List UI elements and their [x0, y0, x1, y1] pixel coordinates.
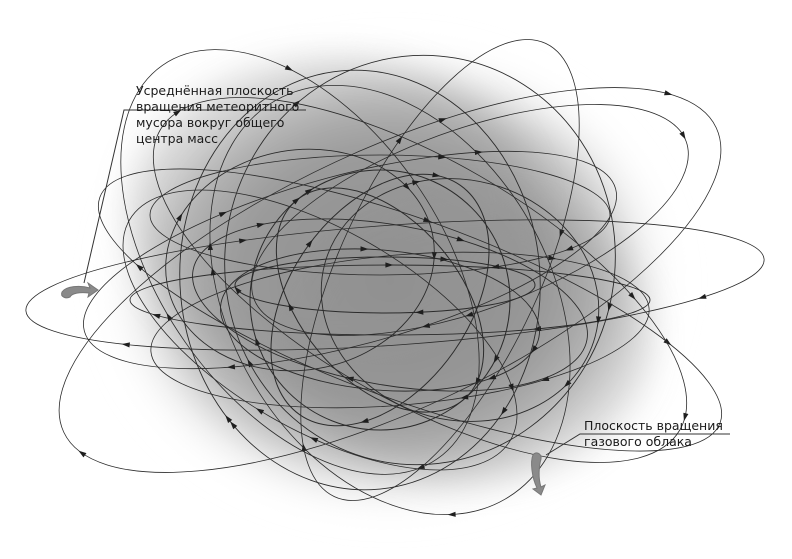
orbit-direction-arrow [487, 374, 497, 380]
orbit-direction-arrow [501, 406, 508, 416]
orbit-direction-arrow [447, 511, 456, 517]
orbit-ellipse [249, 169, 511, 431]
orbit-ellipse [25, 219, 765, 351]
orbit-direction-arrow [416, 463, 426, 470]
orbit-direction-arrow [305, 239, 313, 248]
orbit-direction-arrow [218, 211, 228, 218]
orbit-direction-arrow [230, 421, 238, 430]
orbit-direction-arrow [256, 222, 265, 228]
orbit-direction-arrow [166, 313, 173, 322]
orbit-direction-arrow [255, 408, 265, 415]
orbit-lines [25, 39, 765, 517]
orbit-direction-arrow [225, 415, 233, 424]
orbit-direction-arrow [440, 256, 449, 262]
orbit-direction-arrow [176, 213, 183, 222]
orbit-direction-arrow [234, 286, 242, 295]
gas-plane-label: Плоскость вращения газового облака [584, 418, 723, 450]
orbit-direction-arrow [360, 246, 369, 252]
debris-plane-label-line: мусора вокруг общего [136, 115, 285, 130]
orbit-direction-arrow [135, 263, 144, 272]
orbit-direction-arrow [292, 197, 300, 205]
orbit-direction-arrow [288, 302, 295, 312]
orbit-ellipse [152, 97, 688, 463]
orbit-direction-arrow [491, 263, 500, 269]
orbit-direction-arrow [431, 251, 437, 260]
orbit-ellipse [300, 39, 580, 501]
orbit-direction-arrow [415, 309, 424, 315]
gas-plane-label-line: Плоскость вращения [584, 418, 723, 433]
orbit-direction-arrow [565, 245, 574, 251]
orbit-direction-arrow [152, 313, 161, 319]
orbit-ellipse [83, 150, 617, 370]
orbit-ellipse [149, 154, 611, 276]
orbit-ellipse [224, 54, 616, 466]
orbit-direction-arrow [284, 64, 294, 71]
curved-arrow-icon [61, 281, 99, 299]
orbit-direction-arrow [395, 136, 403, 145]
gas-leader-line [545, 433, 730, 456]
orbit-direction-arrow [421, 322, 431, 328]
orbit-direction-arrow [292, 100, 301, 108]
orbit-ellipse [251, 104, 689, 336]
orbit-ellipse [192, 218, 588, 392]
orbit-ellipse [220, 248, 540, 392]
orbit-direction-arrow [238, 238, 248, 244]
orbit-direction-arrow [255, 337, 261, 346]
orbit-direction-arrow [173, 109, 182, 117]
orbit-direction-arrow [559, 229, 565, 238]
leader-lines [83, 109, 730, 456]
orbit-direction-arrow [207, 242, 213, 251]
orbit-direction-arrow [460, 394, 469, 400]
orbit-ellipse [270, 173, 490, 427]
orbit-direction-arrow [596, 316, 602, 325]
orbit-direction-arrow [465, 311, 474, 317]
orbit-direction-arrow [402, 182, 411, 191]
orbit-direction-arrow [508, 383, 514, 392]
orbit-direction-arrow [628, 291, 636, 300]
orbit-direction-arrow [360, 417, 369, 423]
orbit-ellipse [320, 178, 600, 422]
orbit-direction-arrow [679, 131, 686, 140]
gas-plane-label-line: газового облака [584, 434, 692, 449]
orbit-direction-arrow [226, 364, 236, 370]
orbit-ellipse [209, 84, 571, 516]
orbit-ellipse [122, 189, 518, 471]
debris-leader-line [83, 109, 306, 284]
orbit-direction-arrow [664, 90, 673, 96]
debris-plane-label-line: Усреднённая плоскость [136, 83, 294, 98]
orbit-direction-arrow [548, 255, 557, 261]
orbit-direction-arrow [345, 376, 354, 382]
orbit-ellipse [150, 251, 650, 409]
orbit-direction-arrow [78, 450, 87, 458]
orbit-direction-arrow [210, 267, 216, 276]
debris-plane-label-line: центра масс [136, 131, 219, 146]
orbit-ellipse [58, 87, 722, 473]
orbit-direction-arrow [531, 345, 538, 354]
orbit-direction-arrow [540, 376, 550, 382]
orbit-direction-arrow [474, 149, 483, 156]
debris-plane-label-line: вращения метеоритного [136, 99, 300, 114]
orbit-ellipse [179, 69, 541, 491]
orbit-direction-arrow [422, 216, 432, 223]
orbit-direction-arrow [456, 236, 465, 242]
orbit-direction-arrow [438, 154, 447, 160]
orbit-direction-arrow [121, 342, 130, 348]
orbit-direction-arrow [411, 180, 421, 186]
orbit-direction-arrow [493, 354, 500, 364]
orbit-direction-arrow [309, 437, 319, 443]
orbit-direction-arrow [698, 293, 707, 299]
debris-plane-label: Усреднённая плоскость вращения метеоритн… [136, 83, 299, 147]
orbit-ellipse [234, 256, 536, 314]
orbit-direction-arrow [432, 172, 441, 178]
orbit-ellipse [165, 148, 435, 372]
orbit-direction-arrow [385, 262, 394, 268]
orbit-direction-arrow [683, 412, 689, 422]
curved-arrow-icon [531, 452, 546, 496]
